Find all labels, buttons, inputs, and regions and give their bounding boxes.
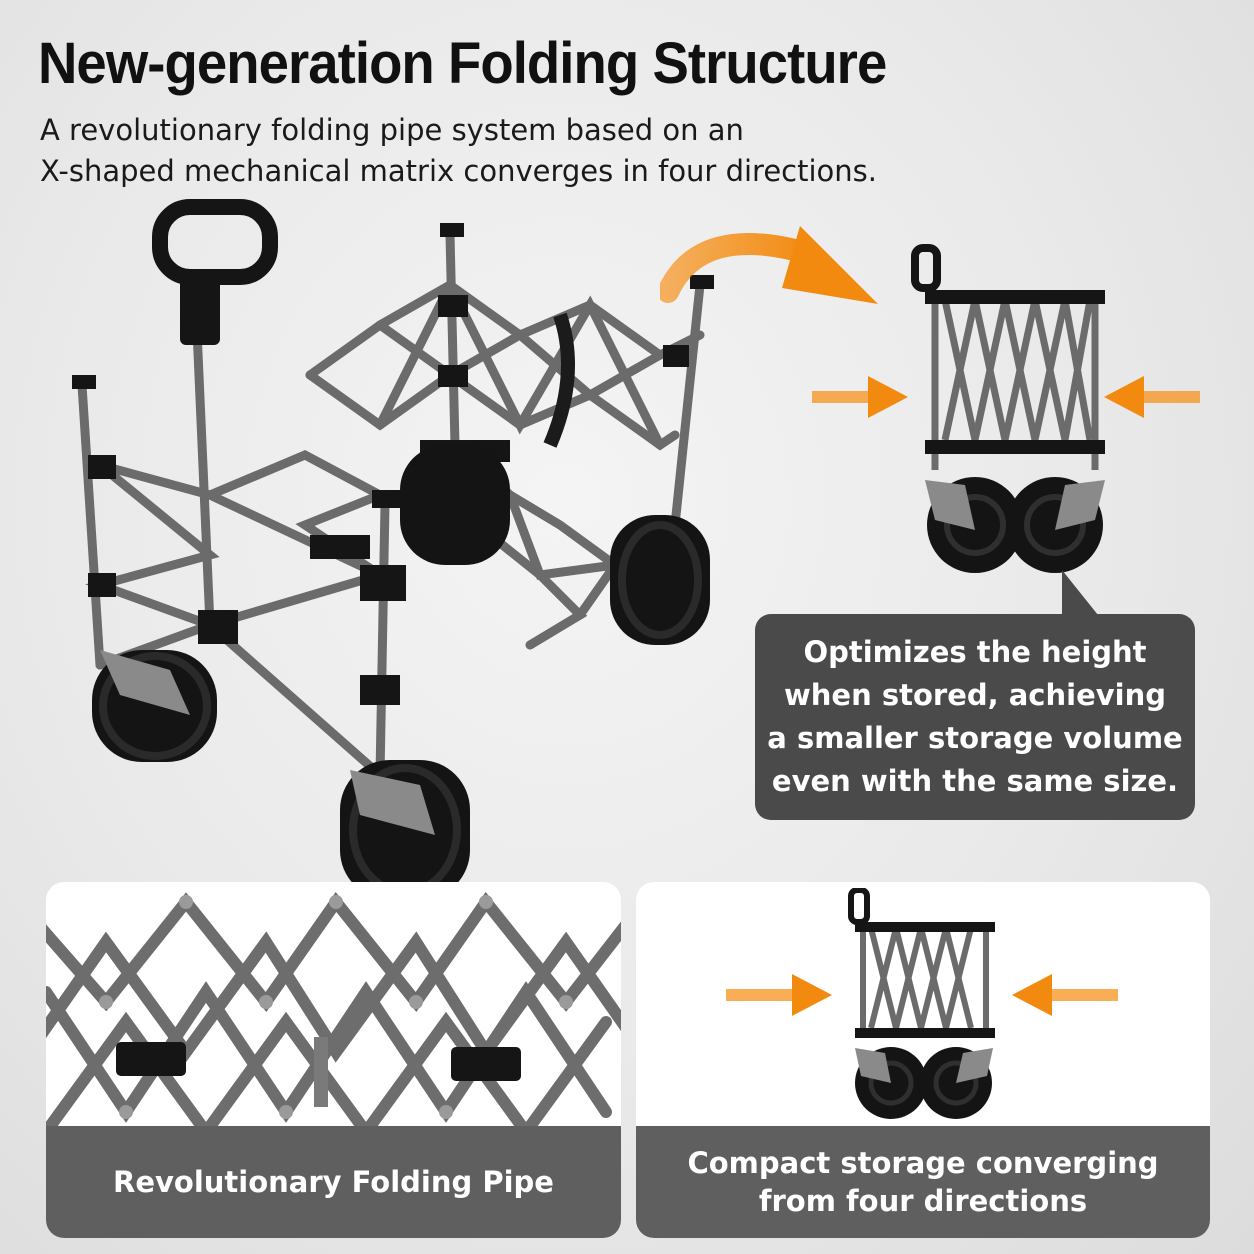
callout-line-3: a smaller storage volume xyxy=(767,721,1183,755)
panel-caption: Revolutionary Folding Pipe xyxy=(113,1165,554,1199)
page-subtitle: A revolutionary folding pipe system base… xyxy=(40,110,877,192)
panel-caption-line-2: from four directions xyxy=(758,1184,1088,1218)
unfolded-wagon-illustration xyxy=(72,199,714,900)
compress-arrow-icon xyxy=(812,376,908,418)
subtitle-line-1: A revolutionary folding pipe system base… xyxy=(40,113,744,147)
panel-caption-band: Revolutionary Folding Pipe xyxy=(46,1126,621,1238)
curved-arrow-icon xyxy=(660,226,878,304)
folding-pipe-panel: Revolutionary Folding Pipe xyxy=(46,882,621,1238)
storage-height-callout: Optimizes the height when stored, achiev… xyxy=(755,614,1195,820)
panel-caption-band: Compact storage converging from four dir… xyxy=(636,1126,1210,1238)
callout-line-1: Optimizes the height xyxy=(803,635,1147,669)
panel-caption-line-1: Compact storage converging xyxy=(687,1146,1159,1180)
callout-line-2: when stored, achieving xyxy=(784,678,1166,712)
page-title: New-generation Folding Structure xyxy=(38,31,887,96)
callout-line-4: even with the same size. xyxy=(771,764,1179,798)
subtitle-line-2: X-shaped mechanical matrix converges in … xyxy=(40,154,877,188)
compact-storage-panel: Compact storage converging from four dir… xyxy=(636,882,1210,1238)
folded-wagon-illustration xyxy=(911,244,1105,573)
compress-arrow-icon xyxy=(1104,376,1200,418)
compress-arrow-icon xyxy=(1012,974,1118,1016)
callout-pointer xyxy=(1062,570,1102,620)
folding-pipe-closeup xyxy=(46,891,621,1132)
compact-wagon-illustration xyxy=(848,888,995,1119)
compress-arrow-icon xyxy=(726,974,832,1016)
